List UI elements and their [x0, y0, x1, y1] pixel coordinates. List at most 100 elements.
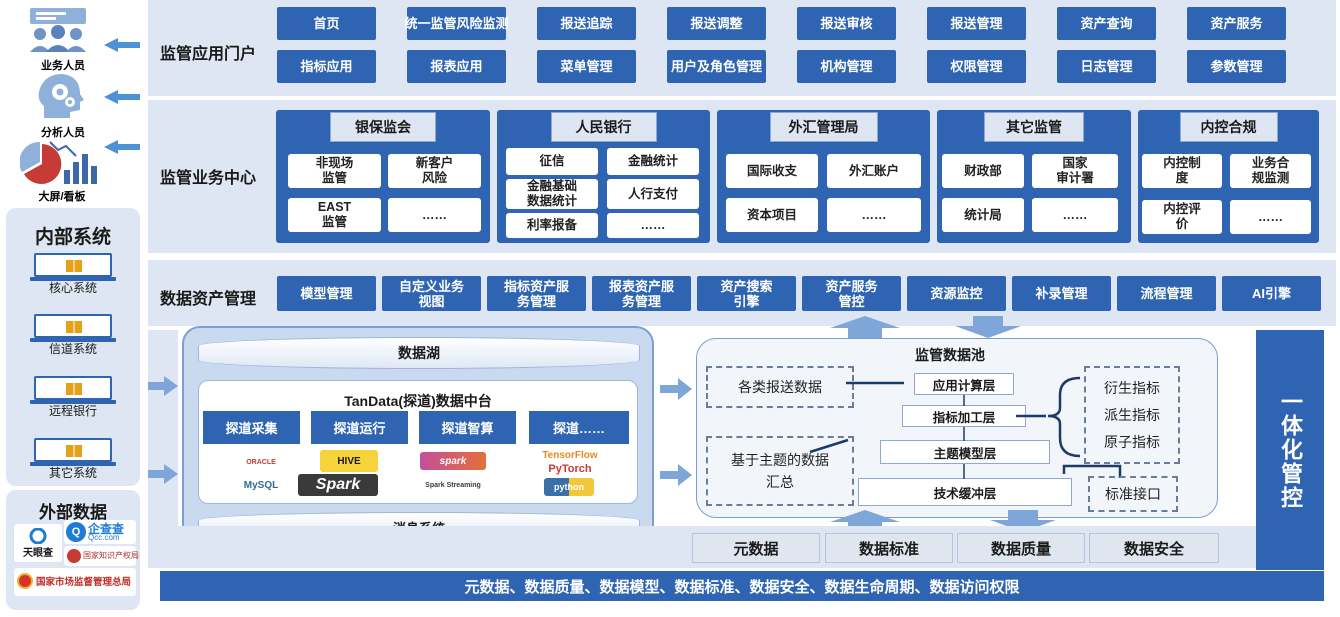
portal-nav-button-0[interactable]: 首页: [277, 7, 376, 40]
asset-mgmt-button-9[interactable]: AI引擎: [1222, 276, 1321, 311]
bottom-data-standard[interactable]: 数据标准: [825, 533, 953, 563]
indicator-derived: 衍生指标: [1104, 379, 1160, 396]
portal-nav-button-3[interactable]: 报送调整: [667, 7, 766, 40]
portal-nav-button-2[interactable]: 菜单管理: [537, 50, 636, 83]
cnipa-logo: 国家知识产权局: [64, 546, 139, 566]
item-more[interactable]: ……: [827, 198, 921, 232]
item-more[interactable]: ……: [1032, 198, 1118, 232]
indicators-box: 衍生指标 派生指标 原子指标: [1084, 366, 1180, 464]
asset-mgmt-button-6[interactable]: 资源监控: [907, 276, 1006, 311]
item-financial-statistics[interactable]: 金融统计: [607, 148, 699, 175]
spark-streaming-logo: Spark Streaming: [425, 481, 481, 489]
asset-mgmt-button-2[interactable]: 指标资产服 务管理: [487, 276, 586, 311]
internal-systems-title: 内部系统: [34, 227, 111, 248]
tandata-collect-button[interactable]: 探道采集: [203, 411, 300, 444]
asset-mgmt-button-8[interactable]: 流程管理: [1117, 276, 1216, 311]
item-interest-rate-filing[interactable]: 利率报备: [506, 213, 598, 238]
group-title-cbirc: 银保监会: [330, 112, 436, 142]
tianyancha-logo: 天眼查: [14, 524, 62, 562]
indicator-dependent: 派生指标: [1104, 406, 1160, 423]
portal-nav-button-1[interactable]: 报表应用: [407, 50, 506, 83]
item-pboc-payment[interactable]: 人行支付: [607, 179, 699, 209]
bottom-data-security[interactable]: 数据安全: [1089, 533, 1219, 563]
reported-data-box: 各类报送数据: [706, 366, 854, 408]
item-credit-reference[interactable]: 征信: [506, 148, 598, 175]
portal-nav-button-7[interactable]: 参数管理: [1187, 50, 1286, 83]
group-title-safe: 外汇管理局: [769, 112, 878, 142]
portal-nav-button-0[interactable]: 指标应用: [277, 50, 376, 83]
external-data-title: 外部数据: [39, 503, 107, 522]
item-new-client-risk[interactable]: 新客户 风险: [388, 154, 481, 188]
bottom-data-quality[interactable]: 数据质量: [957, 533, 1085, 563]
spark-logo: Spark: [298, 474, 378, 496]
asset-mgmt-button-1[interactable]: 自定义业务 视图: [382, 276, 481, 311]
group-title-pboc: 人民银行: [550, 112, 657, 142]
laptop-icon: [30, 253, 116, 281]
layer-indicator-processing: 指标加工层: [902, 405, 1026, 427]
portal-nav-button-6[interactable]: 资产查询: [1057, 7, 1156, 40]
portal-nav-button-3[interactable]: 用户及角色管理: [667, 50, 766, 83]
item-fx-account[interactable]: 外汇账户: [827, 154, 921, 188]
item-internal-control-evaluation[interactable]: 内控评 价: [1142, 200, 1222, 234]
item-capital-project[interactable]: 资本项目: [726, 198, 818, 232]
arrow-up-from-bottom-icon: [830, 510, 900, 539]
integrated-governance-label: 一体化管控: [1278, 390, 1303, 510]
system-label-other: 其它系统: [48, 466, 97, 480]
portal-nav-button-1[interactable]: 统一监管风险监测: [405, 7, 509, 40]
user-label-dashboard: 大屏/看板: [38, 191, 86, 203]
tandata-compute-button[interactable]: 探道智算: [419, 411, 516, 444]
layer-theme-model: 主题模型层: [880, 440, 1050, 464]
arrow-lake-to-pool-icon: [660, 378, 692, 405]
portal-nav-button-7[interactable]: 资产服务: [1187, 7, 1286, 40]
item-financial-base-statistics[interactable]: 金融基础 数据统计: [506, 179, 598, 209]
tandata-run-button[interactable]: 探道运行: [311, 411, 408, 444]
qichacha-text: 企查查: [88, 522, 125, 536]
item-more[interactable]: ……: [607, 213, 699, 238]
integrated-governance-column: 一体化管控: [1256, 330, 1324, 570]
portal-nav-button-5[interactable]: 权限管理: [927, 50, 1026, 83]
lower-left-strip: [148, 330, 178, 526]
item-international-balance[interactable]: 国际收支: [726, 154, 818, 188]
windows-logo-icon: [66, 260, 82, 272]
spark-logo-small: spark: [420, 452, 486, 470]
oracle-logo: ORACLE: [246, 458, 276, 466]
asset-mgmt-button-5[interactable]: 资产服务 管控: [802, 276, 901, 311]
group-pboc: 人民银行 征信 金融统计 金融基础 数据统计 人行支付 利率报备 ……: [497, 110, 710, 243]
item-offsite-supervision[interactable]: 非现场 监管: [288, 154, 381, 188]
internal-systems-card: 内部系统 核心系统 信道系统 远程银行 其它系统: [6, 208, 140, 486]
item-national-audit-office[interactable]: 国家 审计署: [1032, 154, 1118, 188]
item-ministry-of-finance[interactable]: 财政部: [942, 154, 1024, 188]
portal-nav-button-4[interactable]: 报送审核: [797, 7, 896, 40]
arrow-down-to-bottom-icon: [990, 510, 1056, 537]
asset-mgmt-button-3[interactable]: 报表资产服 务管理: [592, 276, 691, 311]
arrow-up-to-assets-icon: [830, 316, 900, 345]
laptop-icon: [30, 438, 116, 466]
asset-mgmt-button-0[interactable]: 模型管理: [277, 276, 376, 311]
user-label-business: 业务人员: [41, 60, 85, 72]
asset-mgmt-button-7[interactable]: 补录管理: [1012, 276, 1111, 311]
asset-mgmt-button-4[interactable]: 资产搜索 引擎: [697, 276, 796, 311]
bottom-metadata[interactable]: 元数据: [692, 533, 820, 563]
item-more[interactable]: ……: [1230, 200, 1311, 234]
qcc-url-text: Qcc.com: [88, 533, 120, 542]
portal-nav-button-2[interactable]: 报送追踪: [537, 7, 636, 40]
portal-nav-button-5[interactable]: 报送管理: [927, 7, 1026, 40]
arrow-into-lake-icon: [148, 464, 178, 489]
item-internal-control-system[interactable]: 内控制 度: [1142, 154, 1222, 188]
portal-nav-button-6[interactable]: 日志管理: [1057, 50, 1156, 83]
item-statistics-bureau[interactable]: 统计局: [942, 198, 1024, 232]
portal-label: 监管应用门户: [160, 46, 257, 63]
arrow-to-business-icon: [104, 38, 140, 57]
arrow-to-analyst-icon: [104, 90, 140, 109]
arrow-to-dashboard-icon: [104, 140, 140, 159]
pytorch-logo: PyTorch: [548, 463, 592, 475]
standard-interface-box: 标准接口: [1088, 476, 1178, 512]
item-compliance-monitoring[interactable]: 业务合 规监测: [1230, 154, 1311, 188]
tandata-more-button[interactable]: 探道……: [529, 411, 629, 444]
portal-nav-button-4[interactable]: 机构管理: [797, 50, 896, 83]
group-title-other-supervision: 其它监管: [984, 112, 1084, 142]
windows-logo-icon: [66, 383, 82, 395]
left-panel: 业务人员 分析人员 大屏/看板 内部系统 核心系统: [0, 0, 146, 617]
item-east-supervision[interactable]: EAST 监管: [288, 198, 381, 232]
item-more[interactable]: ……: [388, 198, 481, 232]
